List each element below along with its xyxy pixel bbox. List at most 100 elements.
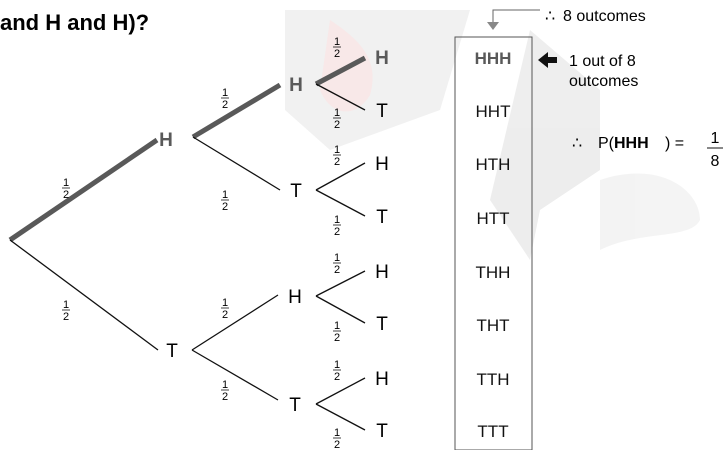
fraction-numerator: 1 bbox=[334, 36, 340, 48]
fraction-denominator: 2 bbox=[334, 156, 340, 168]
node-HHH: H bbox=[375, 48, 389, 69]
branch-HH-T bbox=[315, 83, 366, 111]
fraction-numerator: 1 bbox=[222, 189, 228, 201]
node-HTT: T bbox=[376, 207, 388, 228]
node-TTT: T bbox=[376, 421, 388, 442]
node-THH: H bbox=[375, 262, 389, 283]
outcome-tth: TTH bbox=[476, 370, 509, 389]
fraction-numerator: 1 bbox=[334, 252, 340, 264]
probability-fraction: 12 bbox=[333, 107, 341, 131]
probability-fraction: 12 bbox=[333, 36, 341, 60]
fraction-denominator: 2 bbox=[222, 201, 228, 213]
fraction-numerator: 1 bbox=[334, 107, 340, 119]
bracket-line bbox=[492, 9, 540, 24]
therefore-symbol-2: ∴ bbox=[572, 135, 582, 152]
node-THT: T bbox=[376, 314, 388, 335]
probability-fraction: 12 bbox=[62, 299, 70, 323]
outcome-hth: HTH bbox=[476, 155, 511, 174]
fraction-numerator: 1 bbox=[222, 297, 228, 309]
fraction-denominator: 2 bbox=[334, 264, 340, 276]
watermark-shape bbox=[490, 30, 600, 260]
fraction-denominator: 2 bbox=[222, 99, 228, 111]
fraction-numerator: 1 bbox=[334, 214, 340, 226]
branch-TH-T bbox=[315, 295, 366, 324]
fraction-denominator: 2 bbox=[222, 309, 228, 321]
node-HTH: H bbox=[375, 154, 389, 175]
fraction-numerator: 1 bbox=[334, 359, 340, 371]
probability-fraction: 12 bbox=[221, 297, 229, 321]
probability-fraction: 12 bbox=[62, 177, 70, 201]
fraction-denominator: 2 bbox=[222, 391, 228, 403]
outcome-hhh: HHH bbox=[475, 49, 512, 68]
probability-suffix: ) = bbox=[665, 135, 684, 152]
left-arrow-icon bbox=[538, 52, 557, 68]
outcomes-box bbox=[454, 36, 533, 450]
question-heading: and H and H)? bbox=[0, 10, 149, 35]
branch-T-H bbox=[191, 294, 279, 351]
branch-root-H bbox=[8, 137, 159, 243]
one-of-eight-line1: 1 out of 8 bbox=[569, 53, 636, 70]
node-HHT: T bbox=[376, 101, 388, 122]
node-TH: H bbox=[288, 287, 302, 308]
node-TTH: H bbox=[375, 369, 389, 390]
fraction-numerator: 1 bbox=[334, 320, 340, 332]
fraction-denominator: 2 bbox=[63, 189, 69, 201]
branch-TT-T bbox=[315, 403, 366, 431]
probability-fraction: 12 bbox=[333, 144, 341, 168]
probability-fraction: 12 bbox=[333, 214, 341, 238]
fraction-numerator: 1 bbox=[63, 177, 69, 189]
probability-numerator: 1 bbox=[711, 130, 720, 147]
outcome-thh: THH bbox=[476, 263, 511, 282]
fraction-numerator: 1 bbox=[334, 427, 340, 439]
watermark bbox=[285, 10, 700, 260]
probability-prefix: P( bbox=[598, 135, 615, 152]
one-of-eight-line2: outcomes bbox=[569, 73, 638, 90]
fraction-denominator: 2 bbox=[334, 439, 340, 450]
branch-HT-T bbox=[315, 189, 366, 217]
branch-H-H bbox=[191, 82, 282, 140]
outcome-htt: HTT bbox=[476, 209, 509, 228]
node-H: H bbox=[159, 130, 173, 151]
fraction-numerator: 1 bbox=[334, 144, 340, 156]
fraction-denominator: 2 bbox=[334, 371, 340, 383]
outcome-hht: HHT bbox=[476, 102, 511, 121]
probability-fraction: 12 bbox=[333, 359, 341, 383]
count-bracket bbox=[487, 9, 540, 30]
probability-fraction: 12 bbox=[333, 427, 341, 450]
fraction-denominator: 2 bbox=[334, 226, 340, 238]
watermark-shape bbox=[285, 10, 470, 150]
branch-H-T bbox=[192, 136, 281, 191]
probability-fraction: 12 bbox=[221, 87, 229, 111]
outcome-ttt: TTT bbox=[477, 422, 508, 441]
probability-fraction: 12 bbox=[221, 189, 229, 213]
therefore-symbol: ∴ bbox=[545, 8, 555, 25]
branch-HT-H bbox=[315, 162, 366, 191]
probability-fraction: 12 bbox=[221, 379, 229, 403]
probability-fraction: 12 bbox=[333, 320, 341, 344]
node-TT: T bbox=[289, 395, 301, 416]
probability-denominator: 8 bbox=[711, 153, 720, 170]
fraction-numerator: 1 bbox=[222, 87, 228, 99]
fraction-numerator: 1 bbox=[222, 379, 228, 391]
outcomes-list: HHH HHT HTH HTT THH THT TTH TTT bbox=[475, 49, 512, 441]
branch-T-T bbox=[191, 349, 279, 401]
bracket-arrowhead bbox=[487, 22, 499, 30]
branch-root-T bbox=[9, 239, 159, 351]
branch-TH-H bbox=[315, 270, 366, 297]
outcome-tht: THT bbox=[476, 316, 509, 335]
watermark-shape bbox=[600, 173, 700, 250]
branch-TT-H bbox=[315, 377, 366, 405]
fraction-denominator: 2 bbox=[334, 48, 340, 60]
fraction-numerator: 1 bbox=[63, 299, 69, 311]
fraction-denominator: 2 bbox=[63, 311, 69, 323]
node-HT: T bbox=[290, 181, 302, 202]
branch-HH-H bbox=[314, 55, 367, 87]
fraction-denominator: 2 bbox=[334, 119, 340, 131]
node-HH: H bbox=[289, 75, 303, 96]
probability-fraction: 12 bbox=[333, 252, 341, 276]
fraction-denominator: 2 bbox=[334, 332, 340, 344]
probability-event: HHH bbox=[614, 135, 649, 152]
node-T: T bbox=[166, 341, 178, 362]
